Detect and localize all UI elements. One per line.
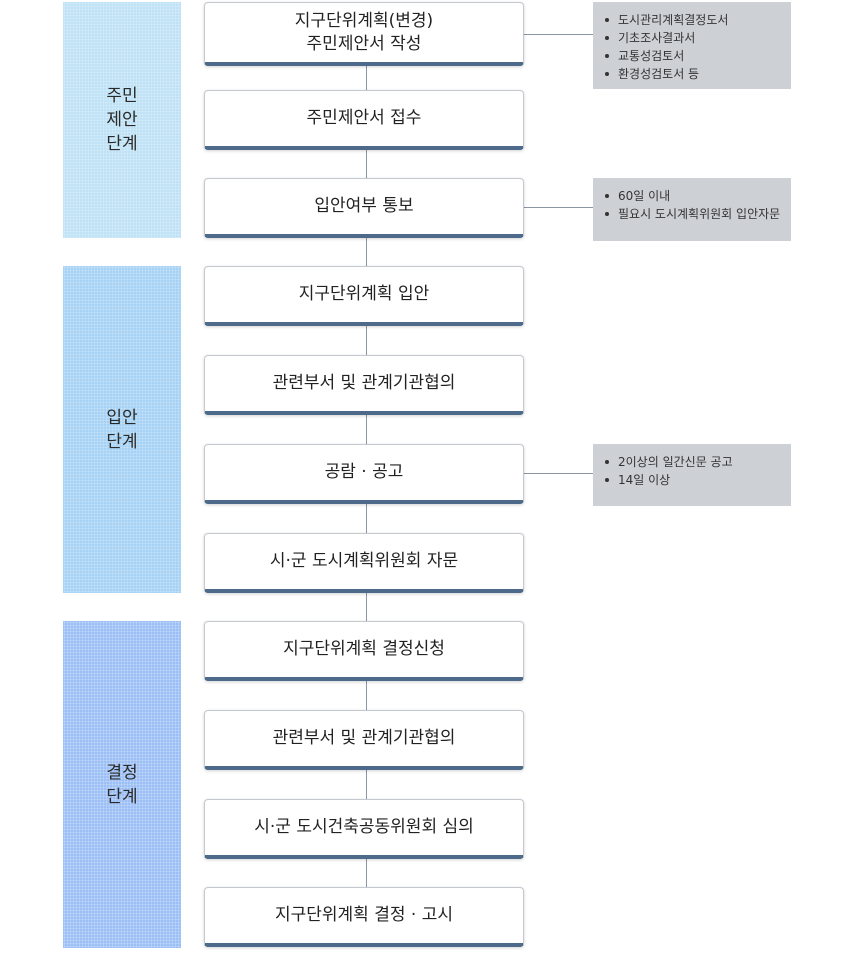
note-item: 환경성검토서 등 [603, 65, 791, 83]
step-label: 관련부서 및 관계기관협의 [272, 373, 456, 393]
stage-label: 주민 제안 단계 [106, 86, 138, 154]
step-label: 시·군 도시계획위원회 자문 [269, 551, 459, 571]
step-decision-announcement: 지구단위계획 결정 · 고시 [204, 887, 524, 947]
step-label: 관련부서 및 관계기관협의 [272, 728, 456, 748]
step-label: 입안여부 통보 [314, 196, 414, 216]
step-drafting-notice: 입안여부 통보 [204, 178, 524, 238]
step-label: 공람 · 공고 [324, 462, 404, 482]
note-proposal-documents: 도시관리계획결정도서 기초조사결과서 교통성검토서 환경성검토서 등 [593, 2, 791, 89]
step-consultation-2: 관련부서 및 관계기관협의 [204, 710, 524, 770]
note-public-notice: 2이상의 일간신문 공고 14일 이상 [593, 444, 791, 506]
note-item: 60일 이내 [603, 187, 791, 205]
step-decision-request: 지구단위계획 결정신청 [204, 621, 524, 681]
note-item: 필요시 도시계획위원회 입안자문 [603, 205, 791, 223]
step-proposal-writing: 지구단위계획(변경) 주민제안서 작성 [204, 2, 524, 66]
stage-decision: 결정 단계 [63, 621, 181, 948]
step-public-notice: 공람 · 공고 [204, 444, 524, 504]
step-label: 지구단위계획 결정신청 [283, 639, 445, 659]
note-item: 교통성검토서 [603, 47, 791, 65]
note-connector-1 [524, 34, 594, 35]
note-item: 14일 이상 [603, 471, 791, 489]
step-label: 지구단위계획 결정 · 고시 [274, 905, 453, 925]
step-label: 지구단위계획(변경) 주민제안서 작성 [294, 10, 434, 54]
note-item: 도시관리계획결정도서 [603, 11, 791, 29]
step-committee-review: 시·군 도시건축공동위원회 심의 [204, 799, 524, 859]
stage-resident-proposal: 주민 제안 단계 [63, 2, 181, 238]
note-item: 기초조사결과서 [603, 29, 791, 47]
note-connector-2 [524, 207, 594, 208]
step-label: 시·군 도시건축공동위원회 심의 [254, 817, 474, 837]
step-consultation-1: 관련부서 및 관계기관협의 [204, 355, 524, 415]
step-proposal-receipt: 주민제안서 접수 [204, 90, 524, 150]
note-item: 2이상의 일간신문 공고 [603, 453, 791, 471]
stage-label: 입안 단계 [106, 407, 138, 452]
note-connector-3 [524, 473, 594, 474]
step-label: 지구단위계획 입안 [298, 284, 430, 304]
note-drafting-notice: 60일 이내 필요시 도시계획위원회 입안자문 [593, 178, 791, 241]
stage-label: 결정 단계 [106, 762, 138, 807]
step-committee-advice: 시·군 도시계획위원회 자문 [204, 533, 524, 593]
step-plan-drafting: 지구단위계획 입안 [204, 266, 524, 326]
stage-drafting: 입안 단계 [63, 266, 181, 593]
step-label: 주민제안서 접수 [306, 108, 422, 128]
